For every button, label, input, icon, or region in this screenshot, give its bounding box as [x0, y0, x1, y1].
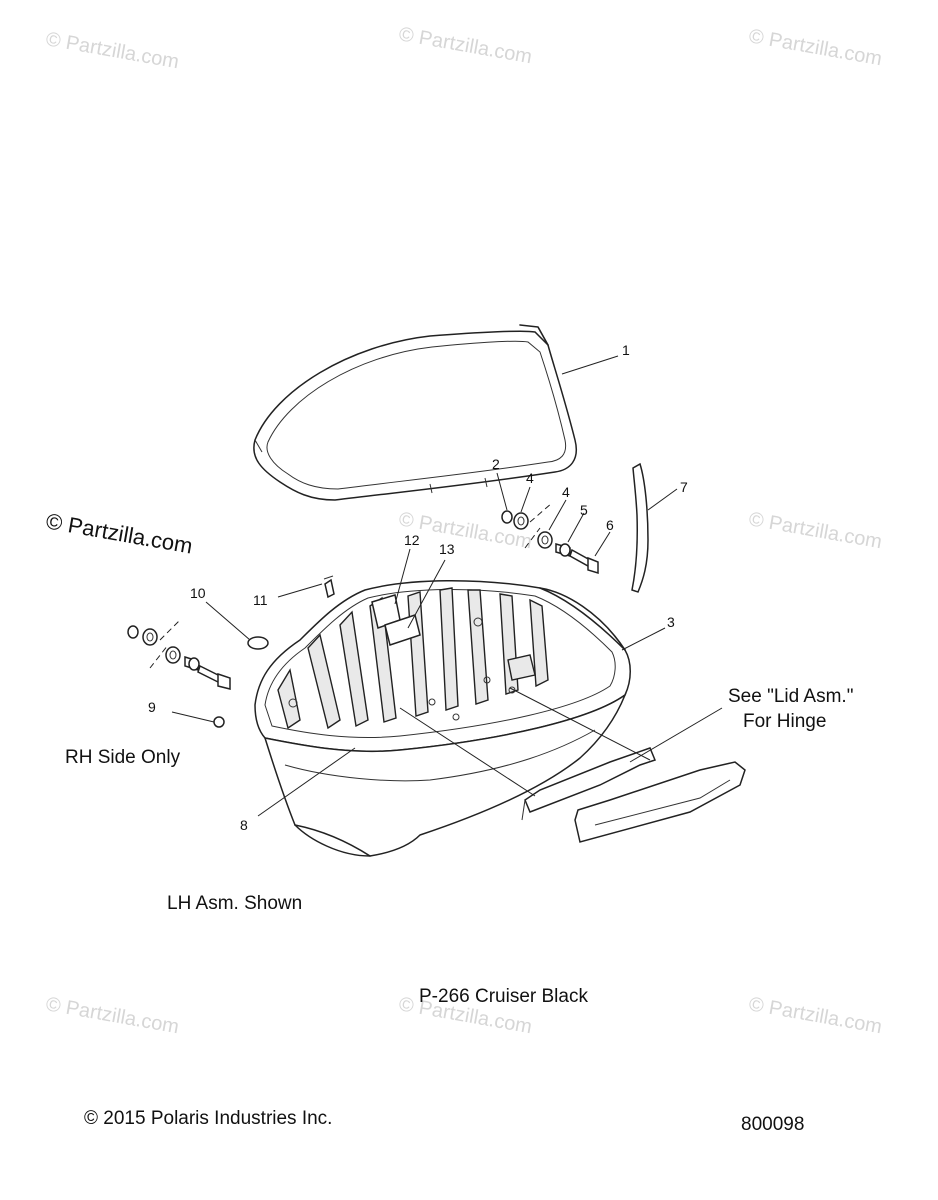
- note-rh-side-only: RH Side Only: [65, 747, 181, 768]
- callout-9: 10: [190, 585, 206, 601]
- watermark: © Partzilla.com: [747, 508, 884, 553]
- note-color-code: P-266 Cruiser Black: [419, 986, 588, 1007]
- diagram-id: 800098: [741, 1114, 804, 1135]
- callout-3: 3: [667, 614, 675, 630]
- watermark: © Partzilla.com: [397, 23, 534, 68]
- watermark: © Partzilla.com: [747, 25, 884, 70]
- callout-1: 1: [622, 342, 630, 358]
- callout-6: 6: [606, 517, 614, 533]
- callout-numbers: 1 2 4 4 5 6 7 12 13 11 10 3 9 8: [148, 342, 688, 833]
- watermark: © Partzilla.com: [747, 993, 884, 1038]
- callout-5: 5: [580, 502, 588, 518]
- hardware-left: [127, 619, 231, 690]
- saddlebag-body-part: [254, 580, 631, 857]
- watermark: © Partzilla.com: [44, 28, 181, 73]
- leader-lines: [171, 355, 723, 817]
- callout-2: 2: [492, 456, 500, 472]
- note-lh-shown: LH Asm. Shown: [167, 893, 302, 914]
- copyright: © 2015 Polaris Industries Inc.: [84, 1108, 332, 1129]
- callout-11: 12: [404, 532, 420, 548]
- note-see-lid-line1: See "Lid Asm.": [728, 686, 853, 707]
- callout-4b: 4: [562, 484, 570, 500]
- callout-8: 8: [240, 817, 248, 833]
- callout-7: 7: [680, 479, 688, 495]
- lid-seal-part: [253, 324, 577, 501]
- callout-10: 11: [253, 592, 268, 608]
- plug-part: [247, 636, 269, 650]
- grommet-part: [213, 716, 225, 728]
- callout-4a: 4: [526, 470, 534, 486]
- callout-13: 9: [148, 699, 156, 715]
- strip-part: [631, 462, 649, 593]
- hardware-upper: [501, 502, 599, 575]
- watermark: © Partzilla.com: [44, 993, 181, 1038]
- pin-part: [323, 575, 335, 599]
- note-see-lid-line2: For Hinge: [743, 711, 826, 732]
- hinge-part: [399, 687, 746, 843]
- callout-12: 13: [439, 541, 455, 557]
- annotations: RH Side Only See "Lid Asm." For Hinge LH…: [65, 686, 853, 1135]
- watermark-dark: © Partzilla.com: [44, 508, 194, 558]
